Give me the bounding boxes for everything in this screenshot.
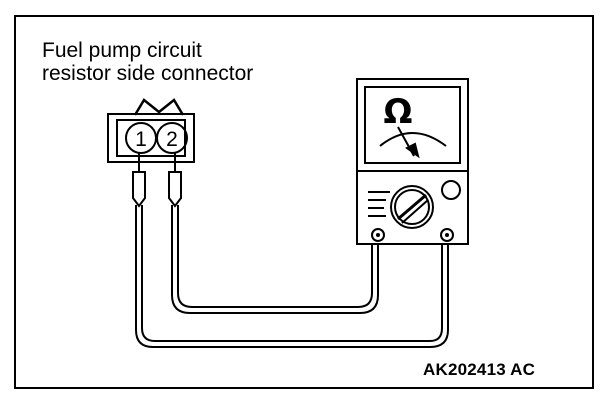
zero-adjust-knob	[441, 180, 461, 200]
meter-terminal-right-inner	[445, 233, 449, 237]
connector-caption-line-2: resistor side connector	[42, 62, 254, 85]
connector-pin-2	[156, 122, 188, 154]
connector-caption-line-1: Fuel pump circuit	[42, 39, 202, 62]
connector-icon	[107, 98, 195, 163]
diagram-frame	[14, 15, 594, 389]
pin-label-1: 1	[135, 128, 147, 151]
pin-label-2: 2	[166, 128, 178, 151]
test-leads	[135, 205, 449, 348]
ohm-symbol: Ω	[384, 92, 413, 132]
selector-dial-icon	[390, 185, 434, 229]
meter-terminal-left-inner	[376, 233, 380, 237]
test-probe-icon	[132, 153, 182, 208]
figure-code: AK202413 AC	[423, 360, 536, 379]
